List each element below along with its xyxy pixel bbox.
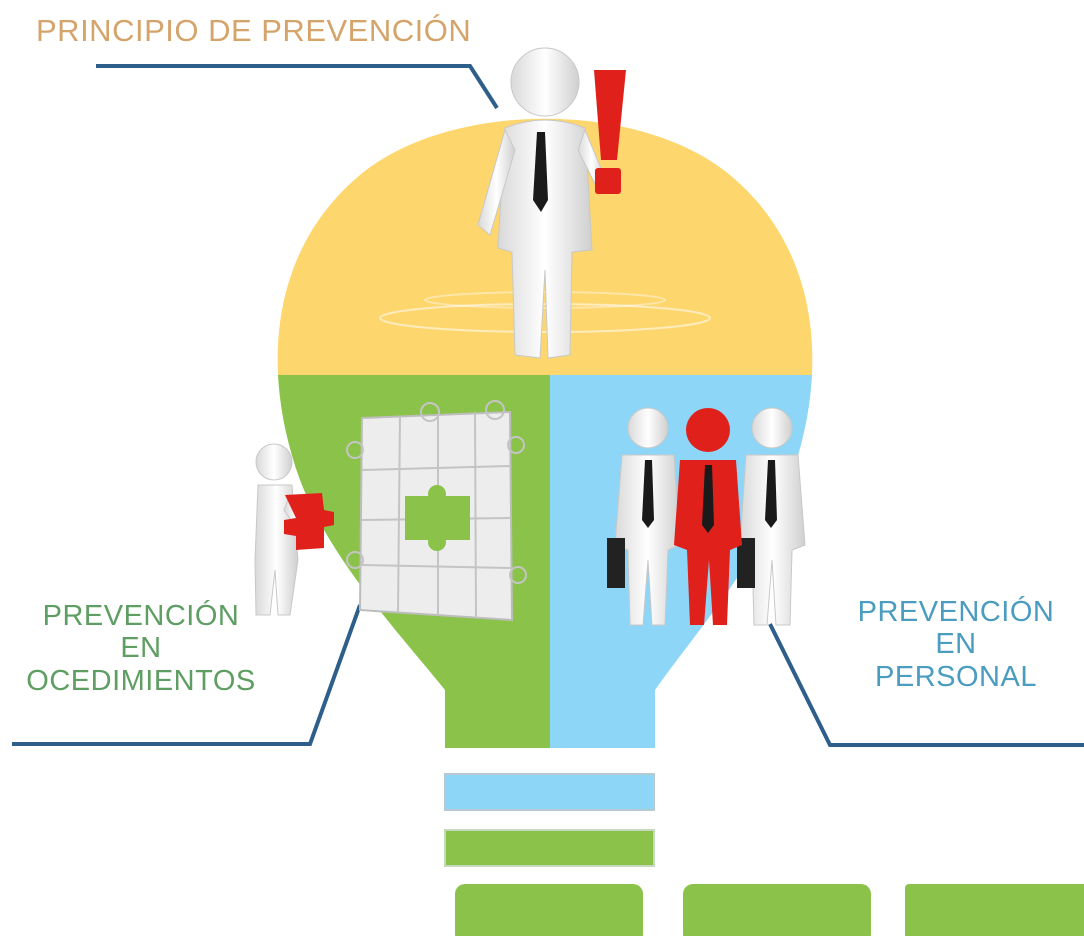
person-puzzle-icon [254, 443, 334, 616]
right-connector [768, 623, 1084, 747]
title-connector [96, 64, 499, 110]
bulb-base-stripe-green [444, 829, 655, 867]
left-quadrant-label: PREVENCIÓN EN OCEDIMIENTOS [6, 600, 276, 697]
bulb-foot-block [683, 884, 871, 936]
business-team-icon [607, 407, 806, 626]
right-quadrant-label: PREVENCIÓN EN PERSONAL [828, 596, 1084, 693]
left-label-line2: EN [120, 632, 162, 665]
right-label-line2: EN [935, 628, 977, 661]
left-label-line3: OCEDIMIENTOS [26, 664, 256, 697]
bulb-base-stripe-blue [444, 773, 655, 811]
right-label-line3: PERSONAL [875, 660, 1037, 693]
puzzle-wall-icon [346, 400, 527, 622]
left-label-line1: PREVENCIÓN [42, 600, 240, 632]
left-connector [12, 604, 362, 746]
right-label-line1: PREVENCIÓN [857, 596, 1055, 628]
bulb-foot-block [905, 884, 1084, 936]
bulb-foot-block [455, 884, 643, 936]
person-exclamation-icon [379, 47, 711, 359]
diagram-title: PRINCIPIO DE PREVENCIÓN [36, 13, 472, 48]
connector-lines [12, 64, 1084, 747]
